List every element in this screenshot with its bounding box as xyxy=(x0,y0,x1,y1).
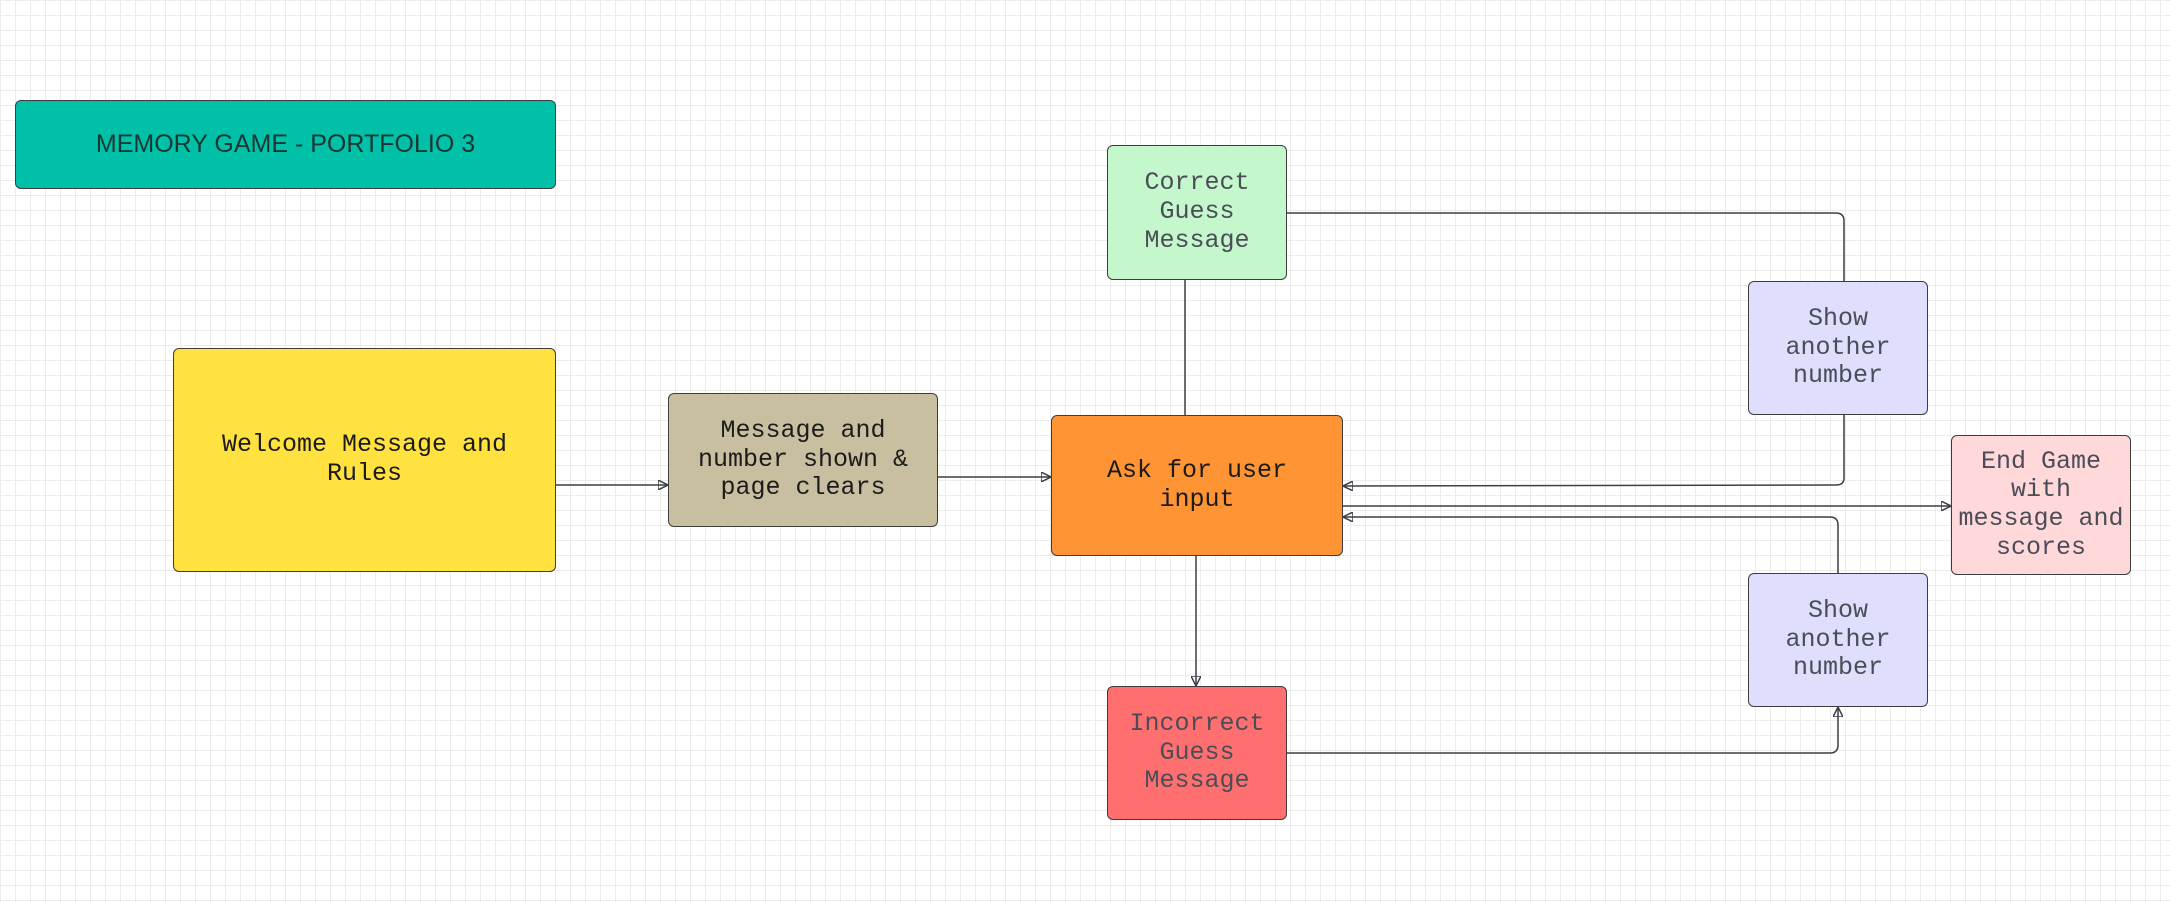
show-another-top-node[interactable]: Show another number xyxy=(1748,281,1928,415)
correct-guess-node-label: Correct Guess Message xyxy=(1144,168,1250,255)
connector-incorrect-to-show-bottom xyxy=(1287,708,1838,754)
connector-correct-to-show-top xyxy=(1287,212,1845,281)
show-another-bottom-node[interactable]: Show another number xyxy=(1748,573,1928,707)
end-game-node[interactable]: End Game with message and scores xyxy=(1951,435,2131,575)
connector-show-bottom-to-ask xyxy=(1344,517,1839,573)
incorrect-guess-node[interactable]: Incorrect Guess Message xyxy=(1107,686,1287,820)
correct-guess-node[interactable]: Correct Guess Message xyxy=(1107,145,1287,280)
welcome-node-label: Welcome Message and Rules xyxy=(221,430,508,488)
incorrect-guess-node-label: Incorrect Guess Message xyxy=(1129,708,1265,796)
message-number-node-label: Message and number shown & page clears xyxy=(697,415,909,503)
ask-input-node-label: Ask for user input xyxy=(1106,455,1288,514)
message-number-node[interactable]: Message and number shown & page clears xyxy=(668,393,938,527)
welcome-node[interactable]: Welcome Message and Rules xyxy=(173,348,556,572)
diagram-title[interactable]: MEMORY GAME - PORTFOLIO 3 xyxy=(15,100,556,189)
show-another-top-node-label: Show another number xyxy=(1785,303,1891,391)
diagram-title-text: MEMORY GAME - PORTFOLIO 3 xyxy=(95,130,476,159)
ask-input-node[interactable]: Ask for user input xyxy=(1051,415,1343,556)
show-another-bottom-node-label: Show another number xyxy=(1785,595,1891,683)
connector-show-top-to-ask xyxy=(1344,415,1845,486)
end-game-node-label: End Game with message and scores xyxy=(1958,446,2124,562)
